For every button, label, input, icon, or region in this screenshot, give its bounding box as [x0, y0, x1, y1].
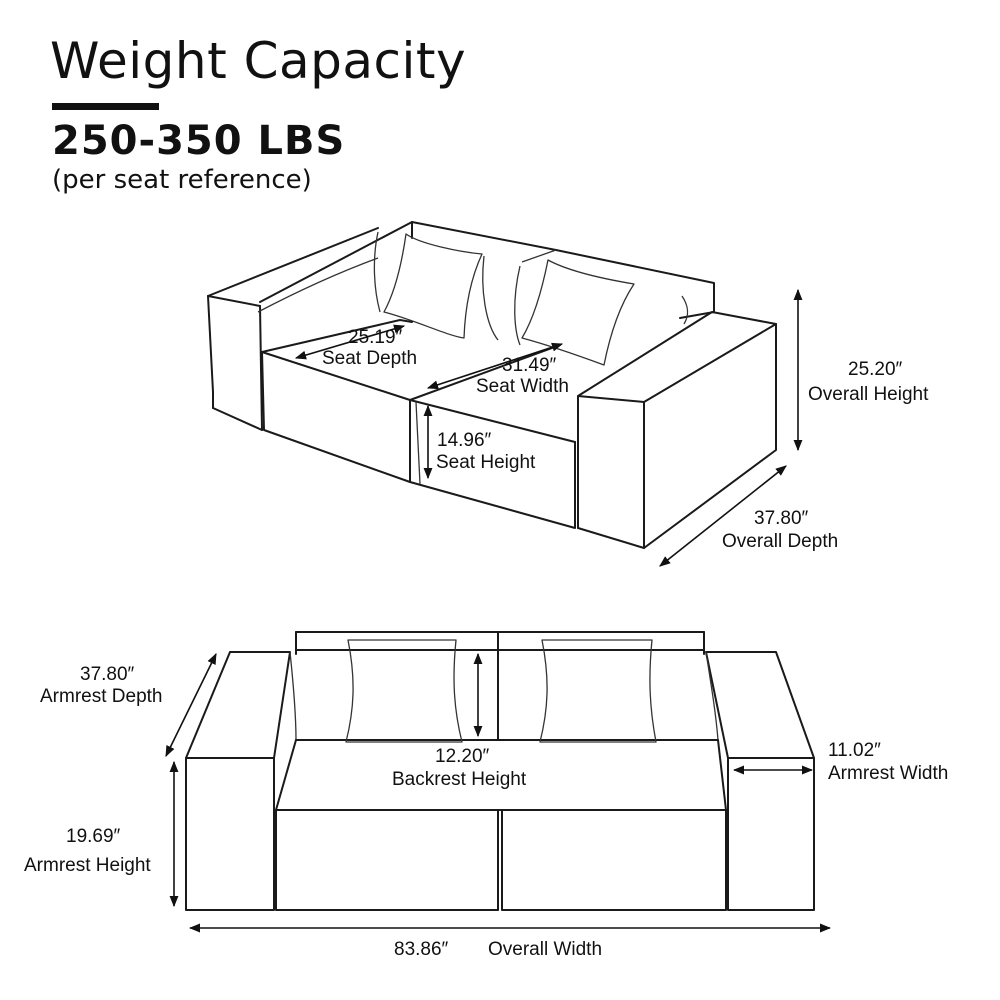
overall-height-label: Overall Height — [808, 384, 929, 405]
seat-depth-value: 25.19″ — [348, 327, 403, 348]
overall-width-value: 83.86″ — [394, 939, 449, 960]
seat-depth-label: Seat Depth — [322, 348, 417, 369]
overall-depth-label: Overall Depth — [722, 531, 838, 552]
armrest-height-value: 19.69″ — [66, 826, 121, 847]
armrest-depth-value: 37.80″ — [80, 664, 135, 685]
armrest-height-label: Armrest Height — [24, 855, 151, 876]
perspective-dimension-lines — [294, 288, 803, 567]
armrest-depth-label: Armrest Depth — [40, 686, 162, 707]
backrest-height-value: 12.20″ — [435, 746, 490, 767]
overall-width-label: Overall Width — [488, 939, 602, 960]
seat-width-value: 31.49″ — [502, 355, 557, 376]
armrest-width-value: 11.02″ — [828, 740, 881, 761]
weight-capacity-note: (per seat reference) — [52, 165, 312, 195]
backrest-height-label: Backrest Height — [392, 769, 527, 790]
armrest-depth-arrow — [165, 652, 217, 758]
overall-depth-arrow — [659, 465, 787, 567]
seat-width-arrow — [426, 342, 564, 390]
armrest-width-label: Armrest Width — [828, 763, 948, 784]
front-dimension-lines — [165, 652, 832, 933]
weight-capacity-value: 250-350 LBS — [52, 118, 346, 164]
page-title: Weight Capacity — [50, 32, 467, 90]
seat-width-label: Seat Width — [476, 376, 569, 397]
title-underline — [52, 103, 159, 110]
seat-height-label: Seat Height — [436, 452, 536, 473]
overall-depth-value: 37.80″ — [754, 508, 809, 529]
seat-depth-arrow — [294, 324, 406, 360]
sofa-front-drawing — [185, 631, 815, 911]
overall-height-value: 25.20″ — [848, 359, 903, 380]
seat-height-value: 14.96″ — [437, 430, 492, 451]
